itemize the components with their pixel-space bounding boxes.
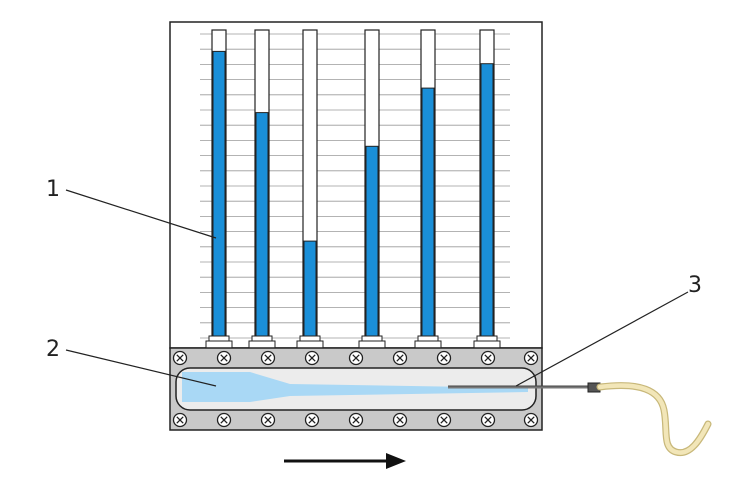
x-screw-icon [216, 412, 232, 428]
tube-fitting-base [473, 340, 501, 349]
tube-fitting-base [414, 340, 442, 349]
callout-label-1: 1 [46, 177, 60, 202]
manometer-tube [358, 29, 386, 349]
tube-fitting [251, 335, 273, 342]
x-screw-icon [216, 350, 232, 366]
x-screw-icon [304, 412, 320, 428]
tube-fitting [361, 335, 383, 342]
x-screw-icon [260, 412, 276, 428]
tube-fitting [417, 335, 439, 342]
venturi-flow-channel [182, 372, 528, 402]
x-screw-icon [436, 412, 452, 428]
tube-water-column [480, 63, 494, 337]
tube-fitting-base [248, 340, 276, 349]
callouts: 1 2 3 [46, 177, 702, 387]
screw-row [172, 350, 539, 428]
callout-label-2: 2 [46, 337, 60, 362]
tube-water-column [365, 145, 379, 337]
tube-fitting [208, 335, 230, 342]
x-screw-icon [480, 350, 496, 366]
x-screw-icon [172, 412, 188, 428]
x-screw-icon [348, 412, 364, 428]
manometer-tube [248, 29, 276, 349]
tube-fitting [476, 335, 498, 342]
x-screw-icon [523, 412, 539, 428]
callout-label-3: 3 [688, 273, 702, 298]
x-screw-icon [172, 350, 188, 366]
manometer-tube [473, 29, 501, 349]
tube-water-column [255, 112, 269, 337]
flow-arrow-icon [284, 453, 406, 469]
x-screw-icon [436, 350, 452, 366]
manometer-tube [205, 29, 233, 349]
x-screw-icon [348, 350, 364, 366]
grid-lines [200, 33, 510, 339]
x-screw-icon [480, 412, 496, 428]
probe-cable [587, 382, 712, 457]
x-screw-icon [523, 350, 539, 366]
tube-water-column [303, 240, 317, 337]
tube-water-column [421, 87, 435, 337]
x-screw-icon [260, 350, 276, 366]
x-screw-icon [392, 412, 408, 428]
callout-line-1 [65, 189, 217, 239]
manometer-tubes [205, 29, 501, 349]
probe-cable-core [597, 383, 711, 455]
x-screw-icon [392, 350, 408, 366]
tube-fitting-base [205, 340, 233, 349]
callout-line-2 [65, 349, 217, 387]
tube-fitting-base [296, 340, 324, 349]
tube-fitting [299, 335, 321, 342]
manometer-tube [414, 29, 442, 349]
tube-fitting-base [358, 340, 386, 349]
x-screw-icon [304, 350, 320, 366]
callout-line-3 [515, 291, 689, 387]
tube-water-column [212, 50, 226, 337]
manometer-tube [296, 29, 324, 349]
